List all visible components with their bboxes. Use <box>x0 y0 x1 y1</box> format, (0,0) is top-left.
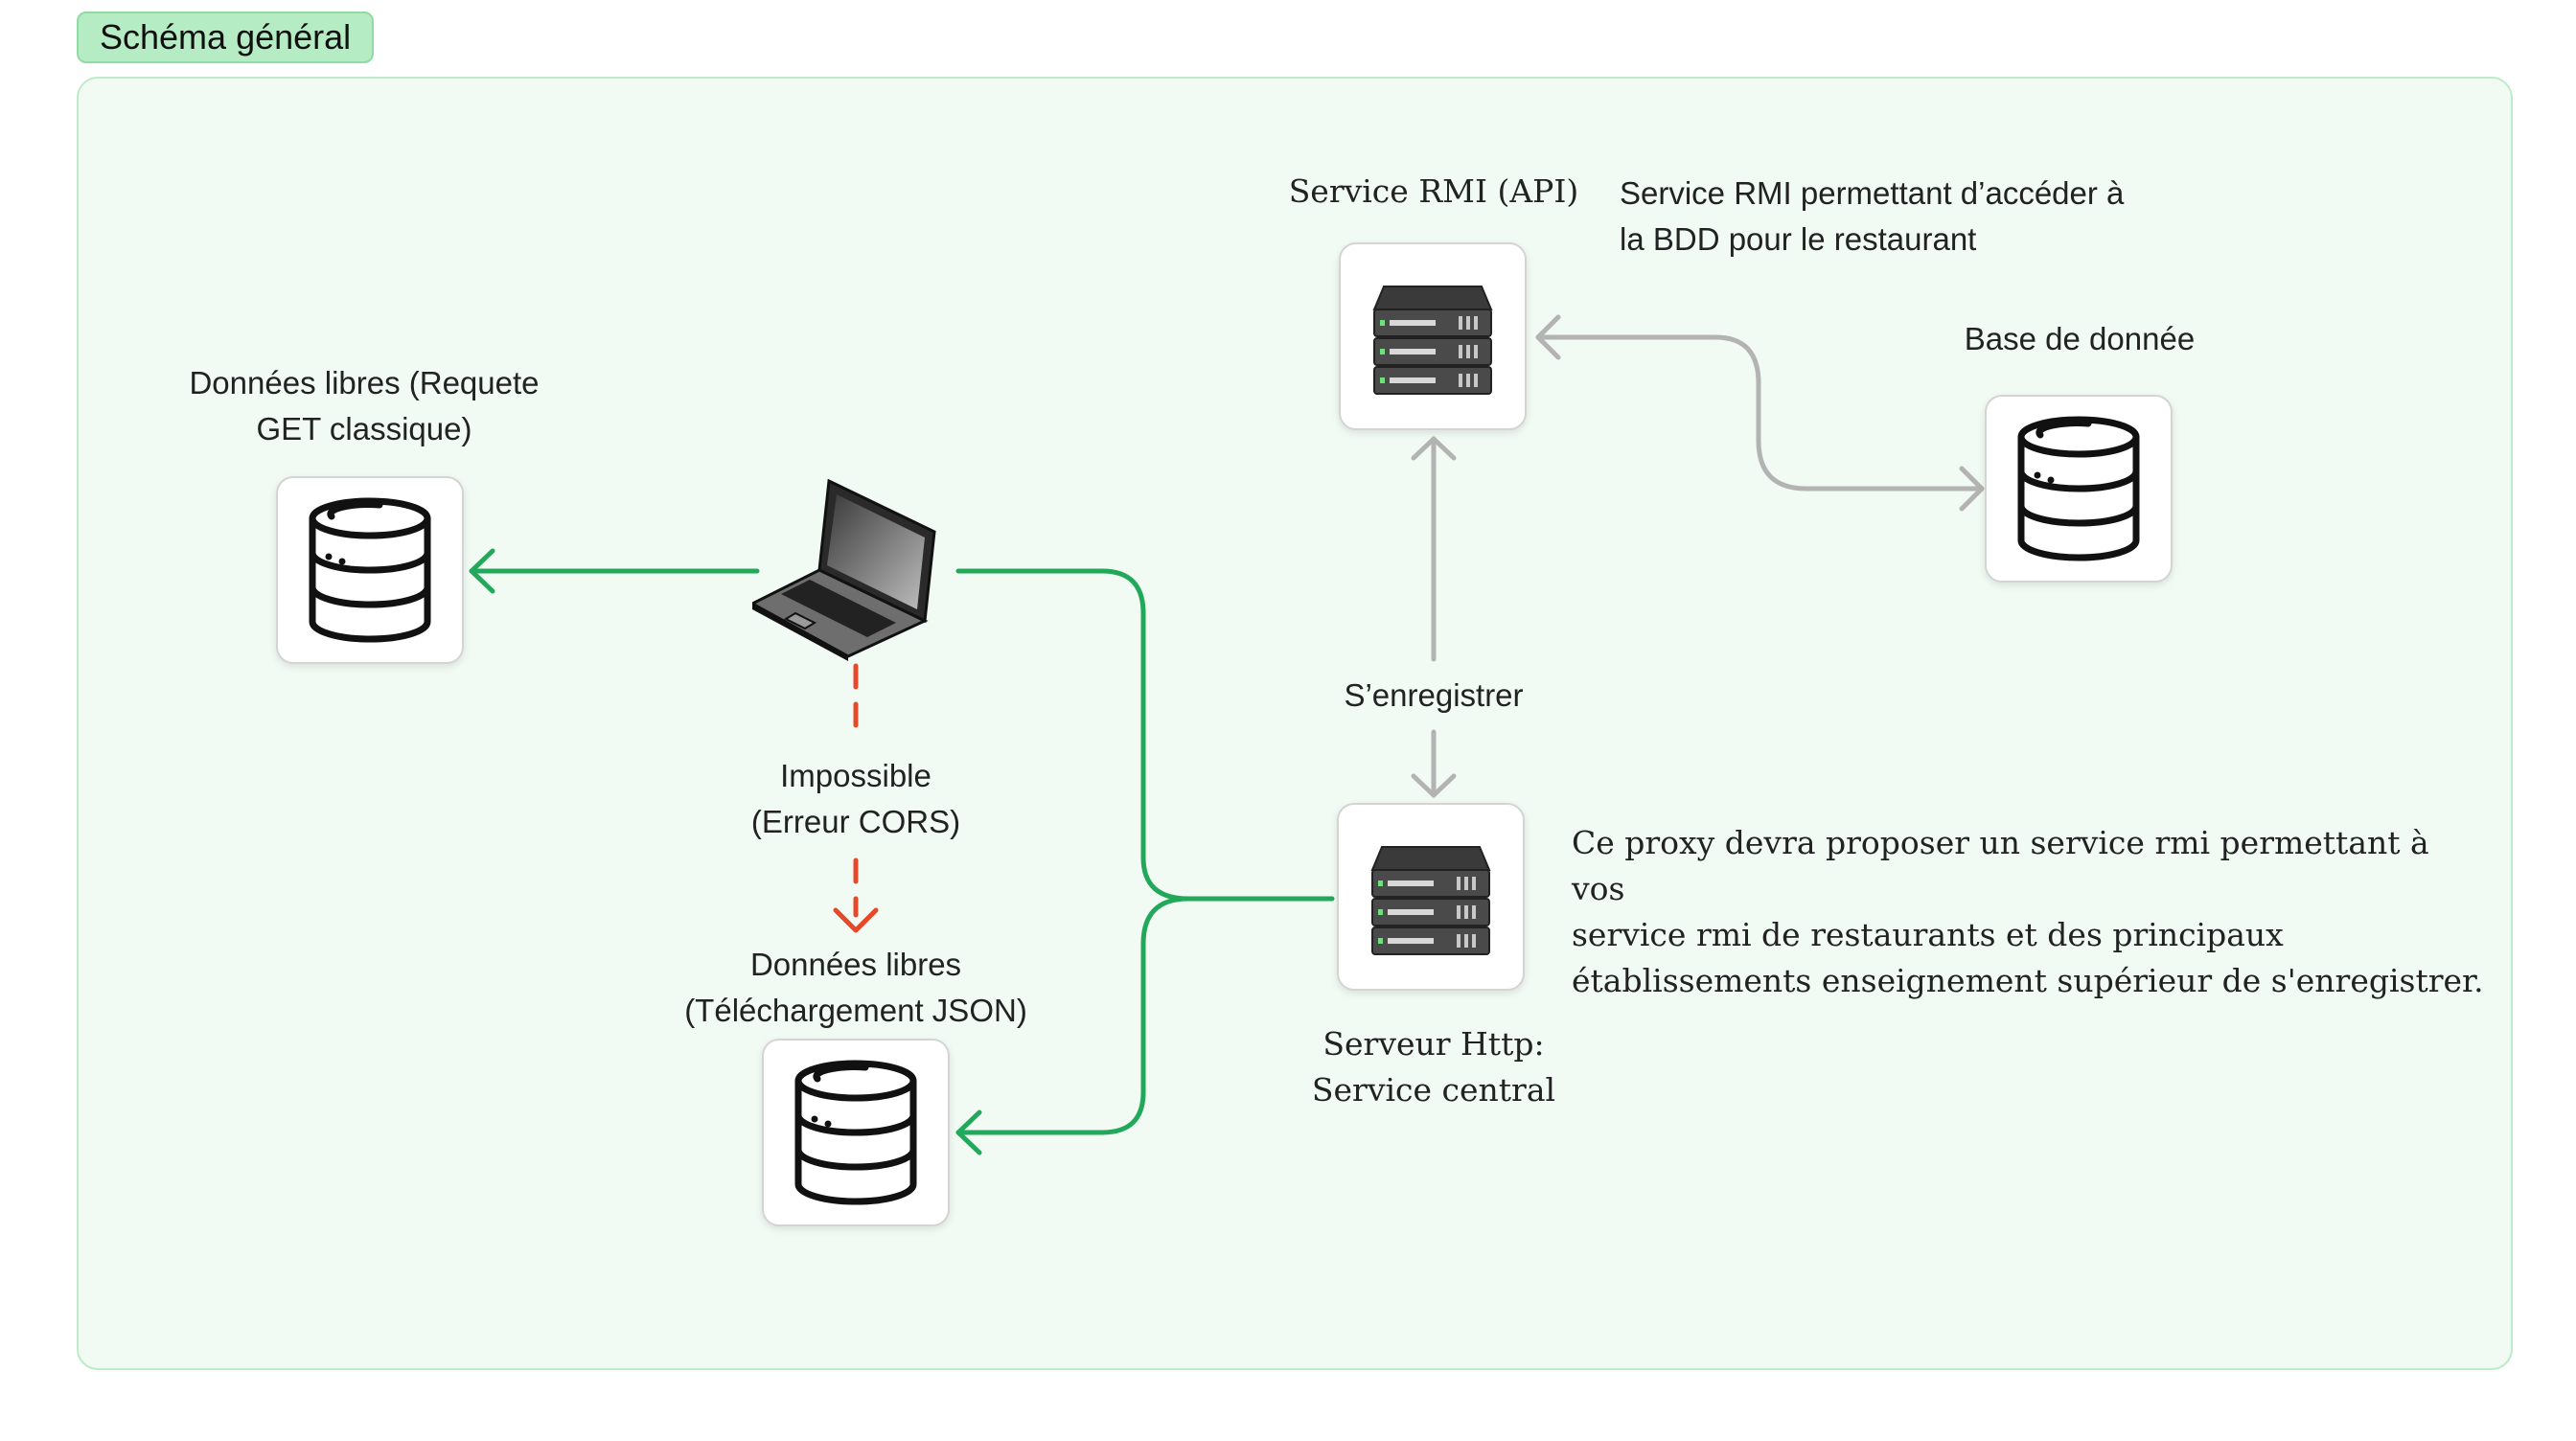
edge-http-server-to-open-data-json <box>955 896 1191 1135</box>
edge-client-to-http-server <box>955 568 1335 902</box>
server-icon <box>1370 846 1491 955</box>
register-label: S’enregistrer <box>1344 677 1524 713</box>
http-server-description: Ce proxy devra proposer un service rmi p… <box>1572 824 2484 999</box>
database-node[interactable] <box>1985 395 2173 583</box>
open-data-get-node[interactable] <box>276 476 464 664</box>
open-data-json-node[interactable] <box>762 1039 950 1226</box>
laptop-icon <box>748 478 936 661</box>
arrowhead-cors <box>833 907 879 933</box>
arrowhead-rmi-left <box>1535 314 1561 360</box>
open-data-get-label: Données libres (Requete GET classique) <box>189 365 540 446</box>
database-icon <box>2017 416 2140 561</box>
server-icon <box>1372 286 1493 395</box>
http-server-node[interactable] <box>1337 803 1525 991</box>
database-icon <box>309 497 431 643</box>
open-data-json-label: Données libres (Téléchargement JSON) <box>684 947 1027 1028</box>
cors-error-label: Impossible (Erreur CORS) <box>750 758 961 839</box>
database-icon <box>794 1060 917 1205</box>
http-server-label: Serveur Http: Service central <box>1311 1025 1556 1109</box>
rmi-service-label: Service RMI (API) <box>1288 172 1579 210</box>
arrowhead-database <box>1959 466 1985 512</box>
arrowhead-rmi-service <box>1411 436 1457 461</box>
edge-rmi-to-database <box>1535 334 1985 492</box>
rmi-service-node[interactable] <box>1339 242 1527 430</box>
section-title: Schéma général <box>77 11 375 63</box>
database-label: Base de donnée <box>1964 321 2196 356</box>
diagram-frame <box>77 77 2513 1370</box>
rmi-service-description: Service RMI permettant d’accéder à la BD… <box>1620 175 2125 257</box>
client-laptop[interactable] <box>748 478 949 661</box>
arrowhead-open-data-json <box>955 1109 982 1155</box>
arrowhead-http-server <box>1411 773 1457 798</box>
arrowhead-open-data-get <box>469 548 495 594</box>
